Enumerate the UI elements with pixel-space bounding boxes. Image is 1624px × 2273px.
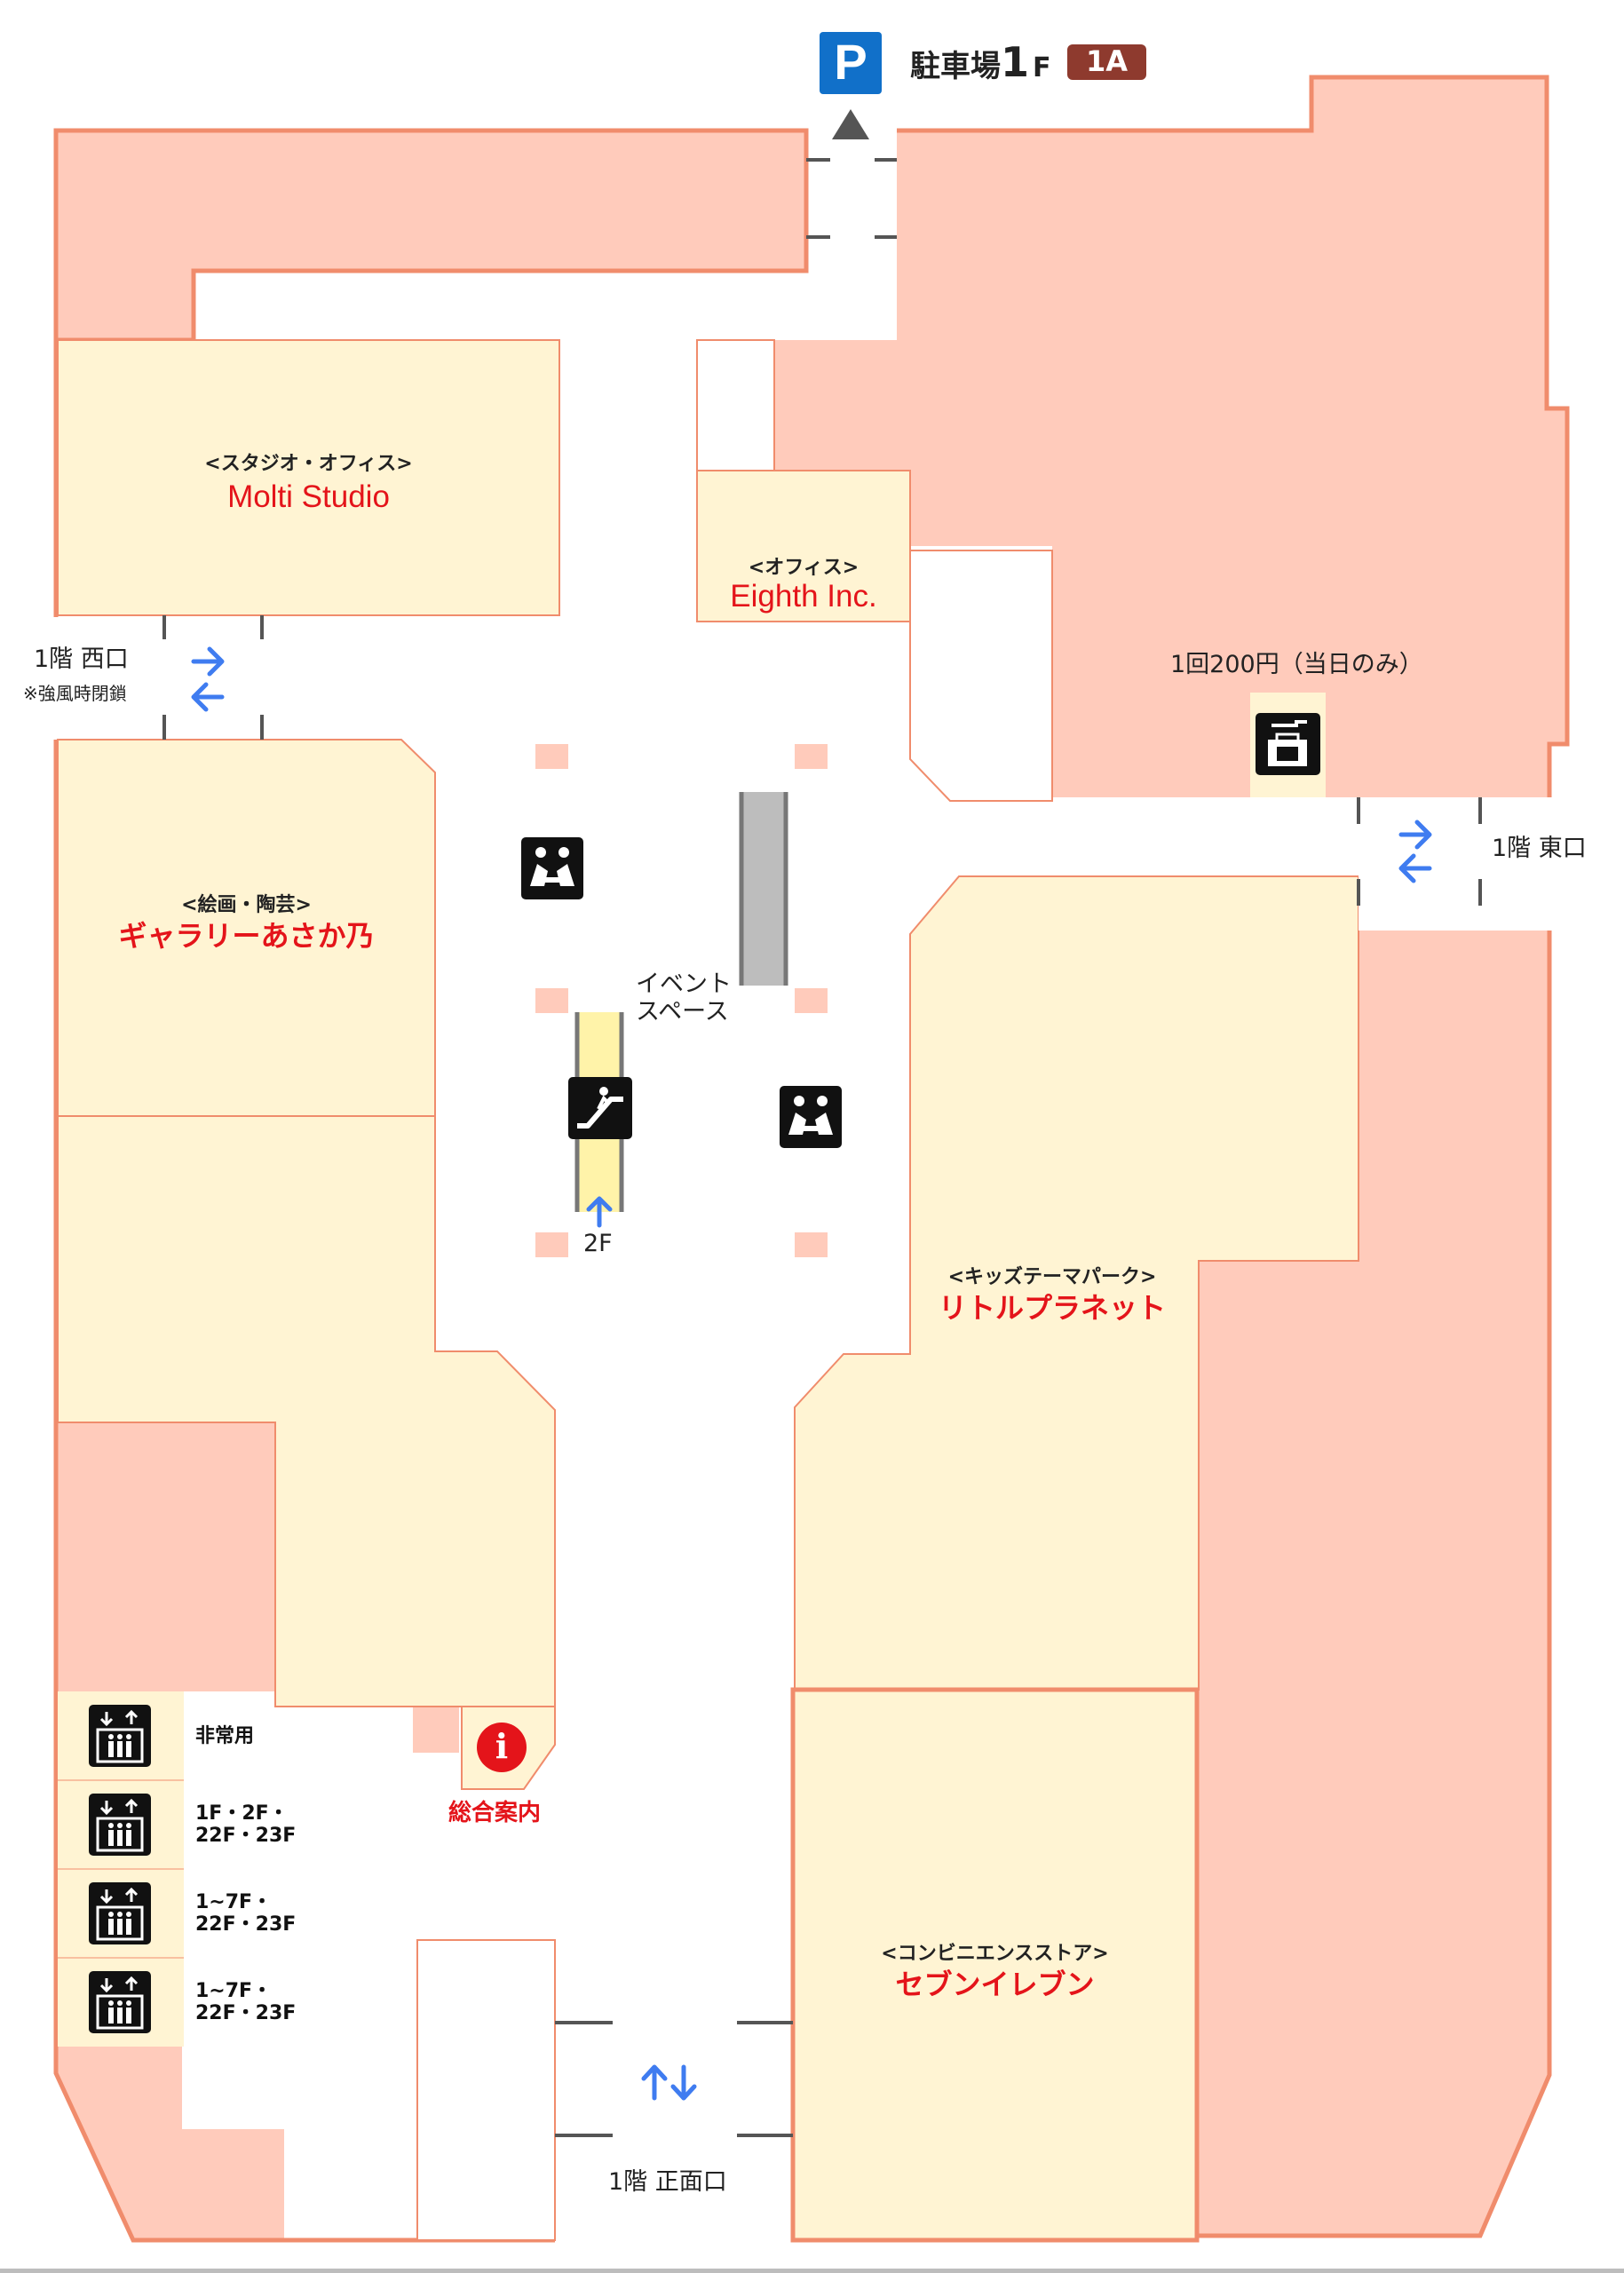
shop-category-little-planet: <キッズテーマパーク> xyxy=(947,1266,1157,1288)
event-space-line-1: イベント xyxy=(636,970,732,998)
elevator-label-1-line-1: 非常用 xyxy=(195,1725,255,1747)
elevator-label-1: 非常用 xyxy=(195,1725,254,1747)
info-desk-label[interactable]: 総合案内 xyxy=(448,1800,542,1826)
tenant-eighth-area xyxy=(696,470,911,622)
escalator-up-arrow xyxy=(586,1196,613,1228)
event-space-label: イベント スペース xyxy=(636,970,732,1026)
elevator-label-3-line-1: 1~7F・ xyxy=(195,1891,273,1913)
parking-label-prefix: 駐車場 xyxy=(910,49,1001,84)
white-room-bottom xyxy=(416,1939,556,2241)
east-entrance-label: 1階 東口 xyxy=(1492,835,1587,862)
parking-floor-badge: 1A xyxy=(1085,44,1129,78)
restricted-area-small xyxy=(413,1707,459,1753)
elevator-icon xyxy=(89,1971,151,2033)
event-stage xyxy=(741,792,786,986)
shop-name-little-planet[interactable]: リトルプラネット xyxy=(938,1291,1166,1325)
shop-name-molti[interactable]: Molti Studio xyxy=(227,479,390,514)
parking-letter: P xyxy=(834,34,867,90)
west-entrance-note: ※強風時閉鎖 xyxy=(23,683,127,704)
info-glyph: i xyxy=(495,1726,509,1766)
west-entrance-arrows xyxy=(191,646,225,712)
parking-direction-triangle xyxy=(832,109,869,139)
elevator-label-4-line-1: 1~7F・ xyxy=(195,1980,273,2002)
elevator-label-4: 1~7F・ 22F・23F xyxy=(195,1980,296,2025)
elevator-icon xyxy=(89,1794,151,1856)
tenant-seven-eleven-area xyxy=(790,1687,1200,2243)
escalator-icon xyxy=(568,1077,632,1139)
shop-category-gallery: <絵画・陶芸> xyxy=(181,894,312,916)
front-entrance-label: 1階 正面口 xyxy=(608,2168,727,2196)
restricted-area-top-right xyxy=(774,77,1567,797)
restricted-area-top-left xyxy=(53,128,809,343)
elevator-label-2-line-2: 22F・23F xyxy=(195,1825,297,1848)
white-room-right xyxy=(909,550,1053,802)
restricted-area-left-bottom xyxy=(56,1422,275,1691)
parking-floor-number: 1 xyxy=(1001,38,1030,86)
elevator-label-2: 1F・2F・ 22F・23F xyxy=(195,1802,296,1848)
floor-badge-bg xyxy=(1067,44,1146,80)
information-icon xyxy=(477,1723,527,1772)
shop-category-eighth: <オフィス> xyxy=(748,557,860,579)
escalator-floor-label: 2F xyxy=(583,1230,613,1257)
shop-name-eighth[interactable]: Eighth Inc. xyxy=(730,579,877,614)
west-entrance-label: 1階 西口 xyxy=(34,645,129,673)
tenant-gallery-area xyxy=(57,739,436,1117)
elevator-icon xyxy=(89,1882,151,1944)
white-room-top xyxy=(696,339,775,471)
bottom-divider xyxy=(0,2269,1624,2273)
shop-category-seven-eleven: <コンビニエンスストア> xyxy=(881,1943,1109,1965)
shop-category-molti: <スタジオ・オフィス> xyxy=(204,453,413,475)
shop-name-seven-eleven[interactable]: セブンイレブン xyxy=(895,1968,1095,2001)
elevator-label-3: 1~7F・ 22F・23F xyxy=(195,1891,296,1936)
front-entrance-arrows xyxy=(641,2064,697,2101)
event-space-line-2: スペース xyxy=(636,998,729,1026)
restricted-area-right xyxy=(1197,906,1549,2236)
rest-area-icon xyxy=(780,1086,842,1148)
east-entrance-arrows xyxy=(1398,820,1432,883)
tenant-lower-left-area xyxy=(57,1115,556,1707)
elevator-icon xyxy=(89,1705,151,1767)
coin-locker-label: 1回200円（当日のみ） xyxy=(1170,651,1423,678)
parking-icon xyxy=(820,32,882,94)
rest-area-icon xyxy=(521,837,583,899)
elevator-label-2-line-1: 1F・2F・ xyxy=(195,1802,289,1825)
elevator-label-4-line-2: 22F・23F xyxy=(195,2002,297,2025)
pillars xyxy=(535,744,828,1257)
tenant-molti-area xyxy=(57,339,560,616)
coin-locker-icon xyxy=(1256,713,1320,775)
parking-floor-unit: F xyxy=(1033,52,1051,83)
shop-name-gallery[interactable]: ギャラリーあさか乃 xyxy=(118,919,375,953)
elevator-label-3-line-2: 22F・23F xyxy=(195,1913,297,1936)
